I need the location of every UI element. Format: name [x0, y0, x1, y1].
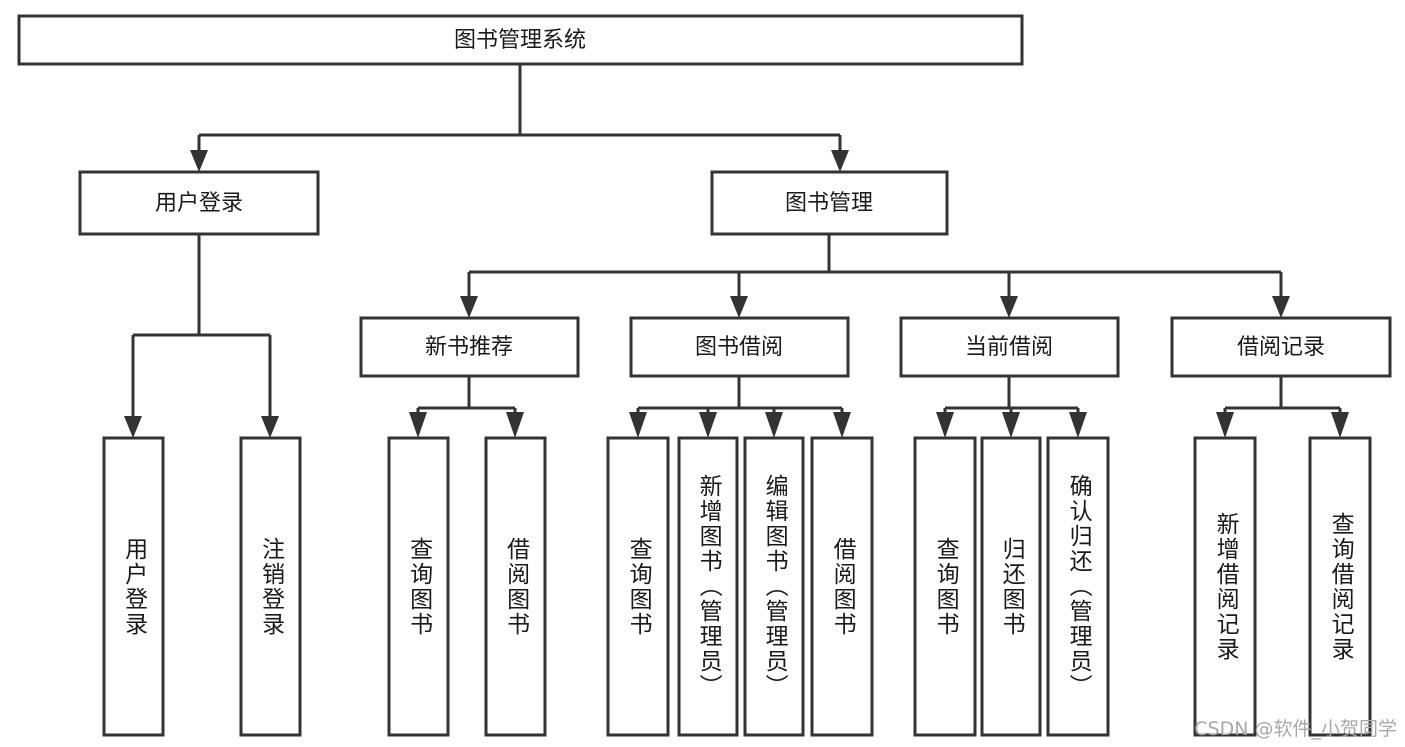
leaf-box-user-login[interactable] — [102, 436, 165, 737]
node-root[interactable] — [17, 14, 1024, 66]
arrow-head-icon — [190, 150, 208, 172]
arrow-head-icon — [629, 412, 647, 438]
leaf-box-query-book-2[interactable] — [606, 436, 670, 737]
arrow-head-icon — [506, 412, 524, 438]
node-book-manage-label: 图书管理 — [785, 191, 873, 216]
arrow-head-icon — [831, 150, 849, 172]
node-new-book-recommend-label: 新书推荐 — [425, 335, 513, 360]
leaf-box-return-book[interactable] — [980, 436, 1042, 737]
connector-newbook-to-leaves — [409, 376, 524, 438]
leaf-box-query-record[interactable] — [1308, 436, 1372, 737]
leaf-box-confirm-return[interactable] — [1046, 436, 1110, 737]
arrow-head-icon — [409, 412, 427, 438]
node-current-borrow-label: 当前借阅 — [965, 335, 1053, 360]
connector-bookmanage-to-level3 — [460, 234, 1290, 318]
node-root-label: 图书管理系统 — [454, 28, 586, 53]
leaf-box-edit-book[interactable] — [743, 436, 805, 737]
node-current-borrow[interactable] — [899, 316, 1120, 378]
node-user-login[interactable] — [78, 170, 320, 236]
connector-bookborrow-to-leaves — [629, 376, 851, 438]
node-borrow-record[interactable] — [1170, 316, 1392, 378]
arrow-head-icon — [1216, 412, 1234, 438]
arrow-head-icon — [124, 416, 142, 438]
leaf-box-add-book[interactable] — [677, 436, 739, 737]
csdn-watermark: CSDN @软件_小贺同学 — [1194, 718, 1397, 740]
arrow-head-icon — [1272, 296, 1290, 318]
connector-root-to-level2 — [190, 64, 849, 172]
connector-userlogin-to-leaves — [124, 234, 279, 438]
leaf-box-query-book-3[interactable] — [913, 436, 977, 737]
arrow-head-icon — [730, 296, 748, 318]
arrow-head-icon — [1069, 412, 1087, 438]
arrow-head-icon — [261, 416, 279, 438]
arrow-head-icon — [833, 412, 851, 438]
connector-currentborrow-to-leaves — [936, 376, 1087, 438]
arrow-head-icon — [1002, 412, 1020, 438]
leaf-box-borrow-book-1[interactable] — [484, 436, 547, 737]
arrow-head-icon — [1000, 296, 1018, 318]
arrow-head-icon — [1331, 412, 1349, 438]
node-borrow-record-label: 借阅记录 — [1237, 335, 1325, 360]
connector-borrowrecord-to-leaves — [1216, 376, 1349, 438]
leaf-box-borrow-book-2[interactable] — [810, 436, 874, 737]
node-book-borrow-label: 图书借阅 — [695, 335, 783, 360]
arrow-head-icon — [765, 412, 783, 438]
node-book-borrow[interactable] — [629, 316, 850, 378]
arrow-head-icon — [699, 412, 717, 438]
leaf-box-query-book-1[interactable] — [387, 436, 450, 737]
node-new-book-recommend[interactable] — [359, 316, 580, 378]
arrow-head-icon — [460, 296, 478, 318]
leaf-box-logout[interactable] — [239, 436, 302, 737]
leaf-box-add-record[interactable] — [1193, 436, 1257, 737]
arrow-head-icon — [936, 412, 954, 438]
node-book-manage[interactable] — [710, 170, 949, 236]
node-user-login-label: 用户登录 — [155, 191, 243, 216]
